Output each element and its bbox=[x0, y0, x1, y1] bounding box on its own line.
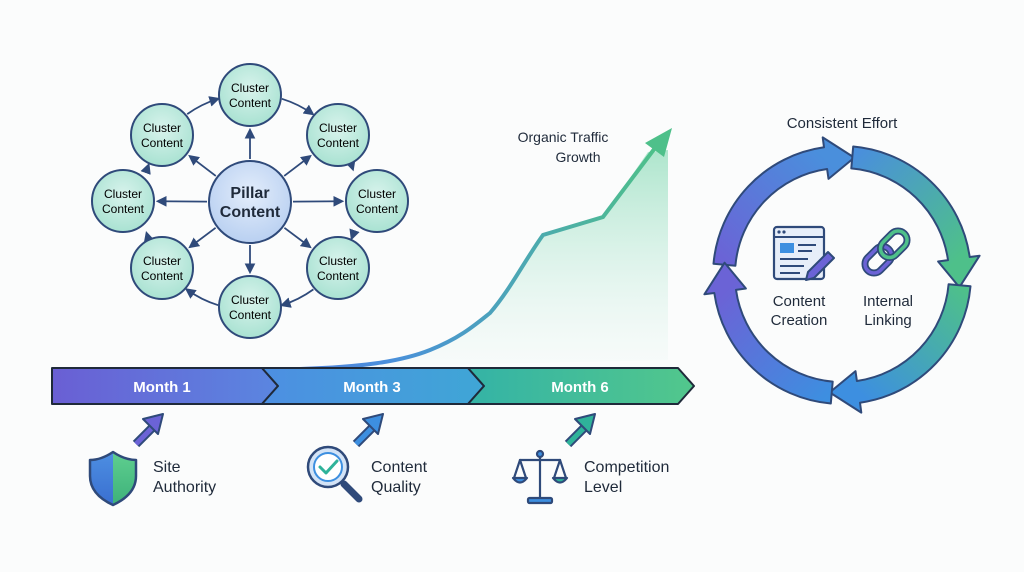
cluster-label: Cluster bbox=[143, 254, 181, 268]
magnifier-check-icon bbox=[306, 445, 363, 503]
cluster-node-top: Cluster Content bbox=[218, 63, 282, 127]
up-arrow-icon bbox=[352, 413, 384, 448]
pillar-to-cluster-arrow bbox=[283, 227, 312, 249]
factor-label-line2: Level bbox=[584, 479, 622, 496]
traffic-growth-chart: Organic Traffic Growth bbox=[58, 128, 672, 372]
pillar-to-cluster-arrows bbox=[155, 127, 345, 275]
cluster-label: Content bbox=[141, 269, 184, 283]
cluster-label: Content bbox=[229, 96, 272, 110]
cluster-node-left: Cluster Content bbox=[91, 169, 155, 233]
timeline-segment-month-6 bbox=[467, 367, 695, 405]
cluster-label: Cluster bbox=[231, 293, 269, 307]
cluster-label: Cluster bbox=[319, 121, 357, 135]
cluster-node-bottom-right: Cluster Content bbox=[306, 236, 370, 300]
factor-label-line2: Quality bbox=[371, 479, 421, 496]
pillar-label-line2: Content bbox=[220, 204, 281, 221]
cycle-arrow bbox=[828, 283, 972, 414]
cluster-ring-arrow bbox=[184, 288, 219, 307]
cluster-label: Cluster bbox=[231, 81, 269, 95]
cluster-label: Content bbox=[317, 136, 360, 150]
up-arrow-icon bbox=[564, 413, 596, 448]
scales-icon bbox=[511, 449, 569, 505]
traffic-curve bbox=[58, 146, 657, 372]
up-arrow-icon bbox=[132, 413, 164, 448]
cluster-ring-arrow bbox=[349, 228, 360, 241]
cluster-label: Cluster bbox=[104, 187, 142, 201]
effort-item-label-line2: Creation bbox=[771, 312, 828, 329]
document-edit-icon bbox=[772, 225, 835, 281]
traffic-arrow-head-icon bbox=[645, 128, 672, 157]
factors-row: Site Authority Content Quality Competiti… bbox=[88, 413, 669, 507]
shield-icon bbox=[88, 450, 138, 507]
cluster-ring-arrow bbox=[140, 162, 151, 175]
pillar-to-cluster-arrow bbox=[188, 227, 217, 249]
consistent-effort-cycle: Consistent Effort Content Creation bbox=[703, 115, 981, 414]
cluster-node-bottom-left: Cluster Content bbox=[130, 236, 194, 300]
traffic-label-line2: Growth bbox=[555, 149, 600, 165]
content-cluster-diagram: Pillar Content Cluster Content Cluster C… bbox=[91, 63, 409, 339]
cluster-ring-arrows bbox=[140, 96, 360, 308]
cluster-ring-arrow bbox=[281, 97, 315, 116]
cycle-arrow bbox=[850, 145, 981, 289]
cluster-node-bottom: Cluster Content bbox=[218, 275, 282, 339]
factor-label-line1: Competition bbox=[584, 459, 669, 476]
cluster-label: Cluster bbox=[319, 254, 357, 268]
factor-label-line1: Site bbox=[153, 459, 181, 476]
cycle-arrow bbox=[703, 261, 834, 405]
factor-label-line1: Content bbox=[371, 459, 428, 476]
effort-item-label-line2: Linking bbox=[864, 312, 912, 329]
cluster-node-top-left: Cluster Content bbox=[130, 103, 194, 167]
cluster-label: Cluster bbox=[143, 121, 181, 135]
cluster-ring-arrow bbox=[143, 231, 155, 243]
cluster-nodes: Cluster Content Cluster Content Cluster … bbox=[91, 63, 409, 339]
chain-link-icon bbox=[861, 227, 911, 277]
traffic-label-line1: Organic Traffic bbox=[518, 129, 609, 145]
cycle-arrows bbox=[703, 136, 981, 414]
effort-title: Consistent Effort bbox=[787, 115, 898, 132]
cycle-arrow bbox=[712, 136, 856, 267]
effort-item-label-line1: Internal bbox=[863, 293, 913, 310]
cluster-node-top-right: Cluster Content bbox=[306, 103, 370, 167]
cluster-label: Content bbox=[229, 308, 272, 322]
cluster-label: Cluster bbox=[358, 187, 396, 201]
pillar-label-line1: Pillar bbox=[230, 185, 269, 202]
cluster-ring-arrow bbox=[345, 159, 356, 172]
cluster-ring-arrow bbox=[279, 288, 314, 308]
timeline-bar: Month 1 Month 3 Month 6 bbox=[51, 367, 695, 405]
cluster-label: Content bbox=[317, 269, 360, 283]
cluster-ring-arrow bbox=[186, 96, 221, 115]
pillar-node: Pillar Content bbox=[208, 160, 292, 244]
cluster-label: Content bbox=[102, 202, 145, 216]
cluster-node-right: Cluster Content bbox=[345, 169, 409, 233]
cluster-label: Content bbox=[141, 136, 184, 150]
timeline-label-month-1: Month 1 bbox=[133, 379, 191, 396]
traffic-area bbox=[300, 150, 668, 368]
effort-item-label-line1: Content bbox=[773, 293, 826, 310]
factor-label-line2: Authority bbox=[153, 479, 216, 496]
cluster-label: Content bbox=[356, 202, 399, 216]
timeline-label-month-3: Month 3 bbox=[343, 379, 401, 396]
pillar-to-cluster-arrow bbox=[283, 154, 312, 177]
timeline-label-month-6: Month 6 bbox=[551, 379, 609, 396]
pillar-to-cluster-arrow bbox=[188, 154, 217, 177]
